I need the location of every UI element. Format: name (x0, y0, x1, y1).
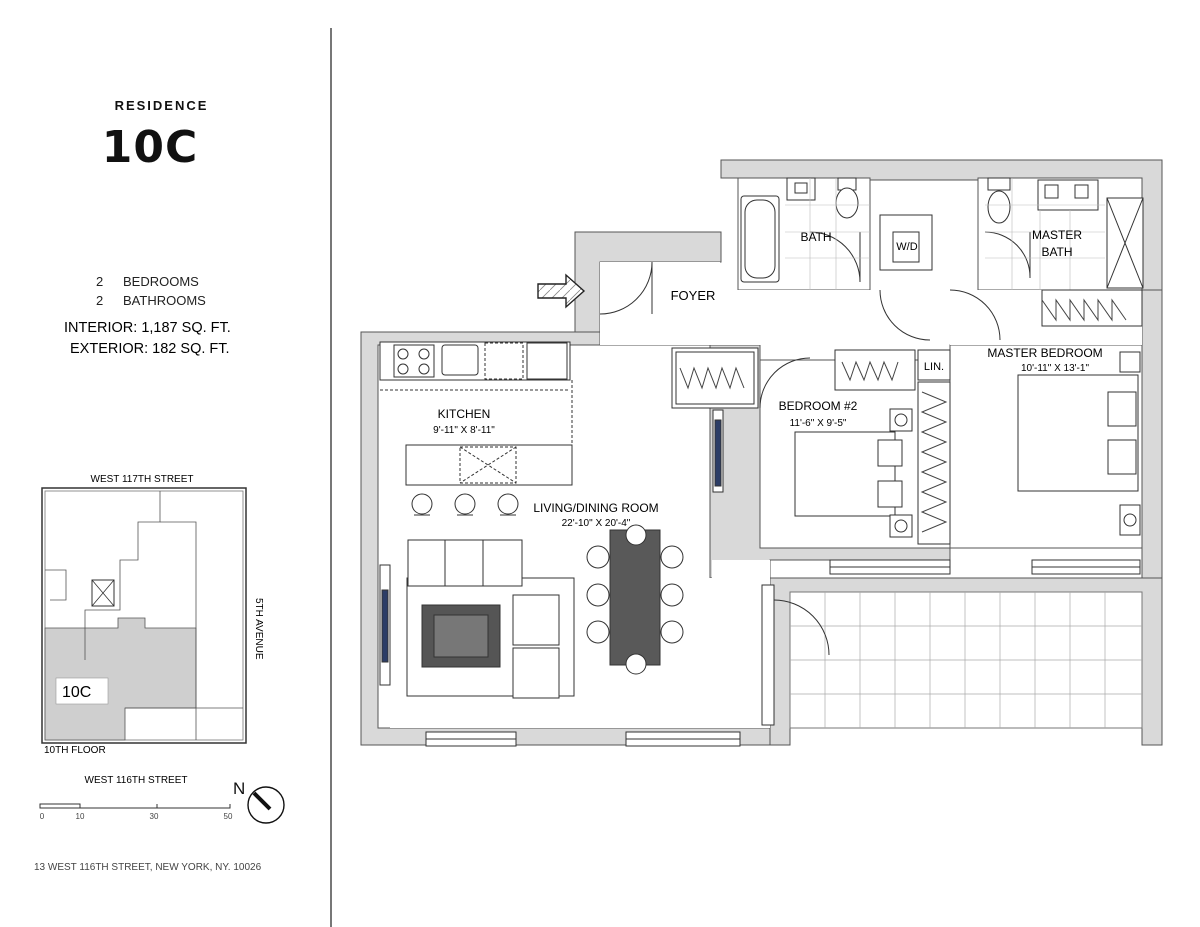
room-dim-kitchen: 9'-11" X 8'-11" (433, 425, 495, 436)
kitchen-layout (379, 341, 573, 516)
key-plan-east-street: 5TH AVENUE (253, 598, 264, 660)
key-plan-unit-label: 10C (62, 684, 91, 701)
scale-tick-50: 50 (224, 812, 233, 821)
bedroom-count: 2 (96, 274, 104, 289)
residence-number: 10C (101, 122, 199, 173)
room-label-bedroom2: BEDROOM #2 (779, 399, 858, 413)
panel-divider (330, 28, 332, 927)
room-label-linen: LIN. (924, 361, 944, 373)
bathroom-label: BATHROOMS (123, 293, 206, 308)
room-dim-bedroom2: 11'-6" X 9'-5" (790, 418, 847, 429)
key-plan-floor: 10TH FLOOR (44, 745, 106, 756)
scale-bar (39, 803, 231, 809)
scale-tick-0: 0 (40, 812, 45, 821)
entry-arrow-icon (537, 273, 586, 309)
compass-icon (247, 786, 285, 824)
room-dim-living: 22'-10" X 20'-4" (562, 518, 631, 529)
building-address: 13 WEST 116TH STREET, NEW YORK, NY. 1002… (34, 862, 262, 873)
room-label-bath: BATH (800, 230, 831, 244)
room-dim-master-bedroom: 10'-11" X 13'-1" (1021, 363, 1089, 374)
scale-tick-10: 10 (76, 812, 85, 821)
bedroom2-furniture (712, 408, 913, 538)
key-plan-north-street: WEST 117TH STREET (91, 474, 194, 485)
exterior-walls (360, 159, 1163, 746)
room-label-master-bedroom: MASTER BEDROOM (987, 346, 1102, 360)
exterior-area: EXTERIOR: 182 SQ. FT. (70, 341, 230, 357)
room-label-living: LIVING/DINING ROOM (533, 501, 658, 515)
compass-north-label: N (233, 779, 245, 798)
residence-label: RESIDENCE (114, 98, 209, 113)
room-label-master-bath-1: MASTER (1032, 228, 1082, 242)
master-bedroom-furniture (1017, 351, 1141, 536)
bedroom-label: BEDROOMS (123, 274, 199, 289)
key-plan (41, 487, 247, 744)
key-plan-south-street: WEST 116TH STREET (85, 775, 188, 786)
room-label-foyer: FOYER (671, 288, 716, 303)
interior-area: INTERIOR: 1,187 SQ. FT. (64, 320, 231, 336)
living-furniture (379, 524, 684, 699)
scale-tick-30: 30 (150, 812, 159, 821)
bathroom-count: 2 (96, 293, 104, 308)
windows (425, 559, 1141, 747)
room-label-kitchen: KITCHEN (438, 407, 491, 421)
room-label-wd: W/D (896, 241, 917, 253)
room-label-master-bath-2: BATH (1041, 245, 1072, 259)
entry-door (599, 261, 653, 315)
